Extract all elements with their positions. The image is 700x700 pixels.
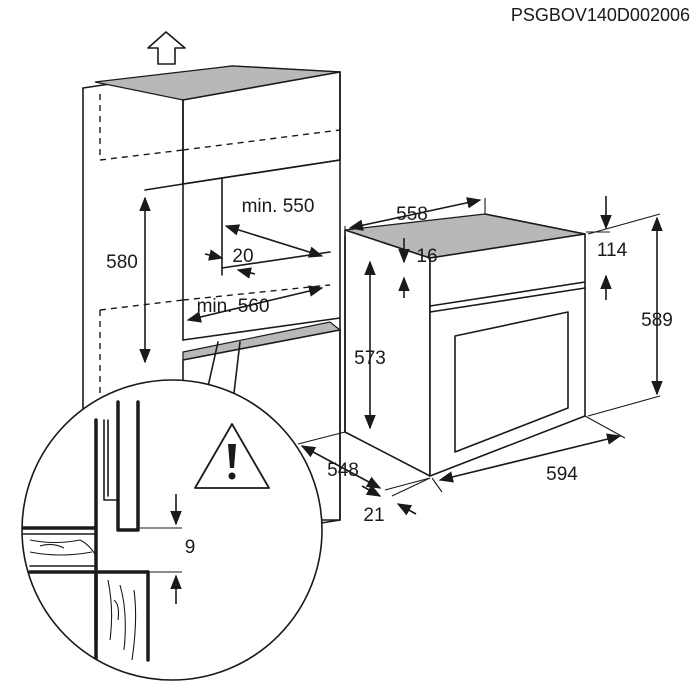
label-589: 589 xyxy=(641,310,673,331)
cabinet-dimensions: 580 min. 550 20 min. 560 xyxy=(106,196,324,364)
label-573: 573 xyxy=(354,348,386,369)
label-548: 548 xyxy=(327,460,359,481)
detail-magnifier: 9 xyxy=(21,379,323,681)
label-9: 9 xyxy=(185,537,196,558)
label-594: 594 xyxy=(546,464,578,485)
document-code: PSGBOV140D002006 xyxy=(511,5,690,25)
label-21: 21 xyxy=(363,505,384,526)
label-16: 16 xyxy=(416,246,437,267)
label-min-560: min. 560 xyxy=(197,296,270,317)
label-580: 580 xyxy=(106,252,138,273)
label-558: 558 xyxy=(396,204,428,225)
label-min-550: min. 550 xyxy=(242,196,315,217)
oven-dimensions: 558 16 114 573 589 548 21 594 xyxy=(297,196,673,526)
up-arrow-icon xyxy=(147,31,186,65)
label-20: 20 xyxy=(232,246,253,267)
warning-icon xyxy=(194,423,270,489)
label-114: 114 xyxy=(597,240,628,261)
oven xyxy=(344,213,586,477)
